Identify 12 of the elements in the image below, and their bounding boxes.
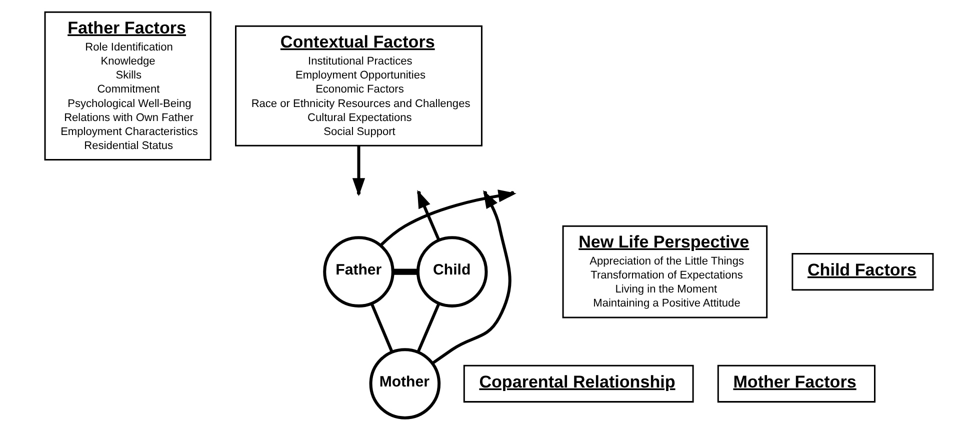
- node-box: Mother Factors: [716, 364, 875, 403]
- node-box: Coparental Relationship: [462, 364, 694, 403]
- node-box: New Life Perspective Appreciation of the Little Things Transformation of Expectations Living in the Moment Maintaining a Positive Attitude: [562, 225, 768, 318]
- connector: [392, 268, 418, 275]
- node-circle: Child: [416, 236, 488, 308]
- node-circle: Mother: [368, 348, 440, 420]
- node-box: Father Factors Role Identification Knowledge Skills Commitment Psychological Well-Being Relations with Own Father Employment Characteristics Residential Status: [44, 11, 211, 160]
- node-circle: Father: [322, 236, 394, 308]
- connector: [416, 302, 440, 352]
- connector: [370, 302, 393, 352]
- node-box: Contextual Factors Institutional Practices Employment Opportunities Economic Factors Race or Ethnicity Resources and Challenges Cultural Expectations Social Support: [234, 25, 482, 146]
- node-box: Child Factors: [791, 252, 934, 291]
